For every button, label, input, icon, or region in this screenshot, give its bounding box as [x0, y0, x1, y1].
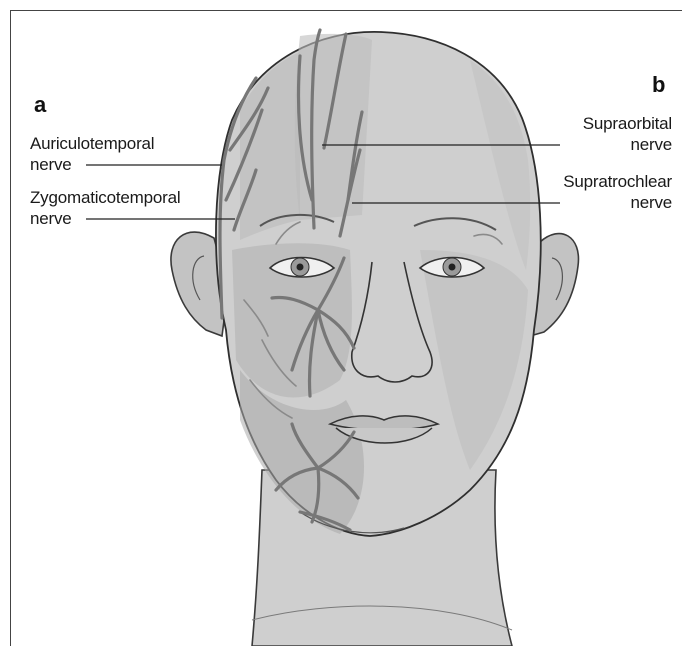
zygomaticotemporal-label-line2: nerve [30, 208, 180, 229]
supraorbital-label-line2: nerve [583, 134, 672, 155]
left-pupil [297, 264, 304, 271]
auriculotemporal-label-line2: nerve [30, 154, 154, 175]
supraorbital-label-line1: Supraorbital [583, 113, 672, 134]
panel-letter-b: b [652, 72, 665, 98]
supratrochlear-label-line1: Supratrochlear [563, 171, 672, 192]
panel-letter-a: a [34, 92, 46, 118]
supratrochlear-label: Supratrochlear nerve [563, 171, 672, 213]
supraorbital-label: Supraorbital nerve [583, 113, 672, 155]
auriculotemporal-label-line1: Auriculotemporal [30, 133, 154, 154]
supratrochlear-label-line2: nerve [563, 192, 672, 213]
right-pupil [449, 264, 456, 271]
auriculotemporal-label: Auriculotemporal nerve [30, 133, 154, 175]
zygomaticotemporal-label: Zygomaticotemporal nerve [30, 187, 180, 229]
zygomaticotemporal-label-line1: Zygomaticotemporal [30, 187, 180, 208]
